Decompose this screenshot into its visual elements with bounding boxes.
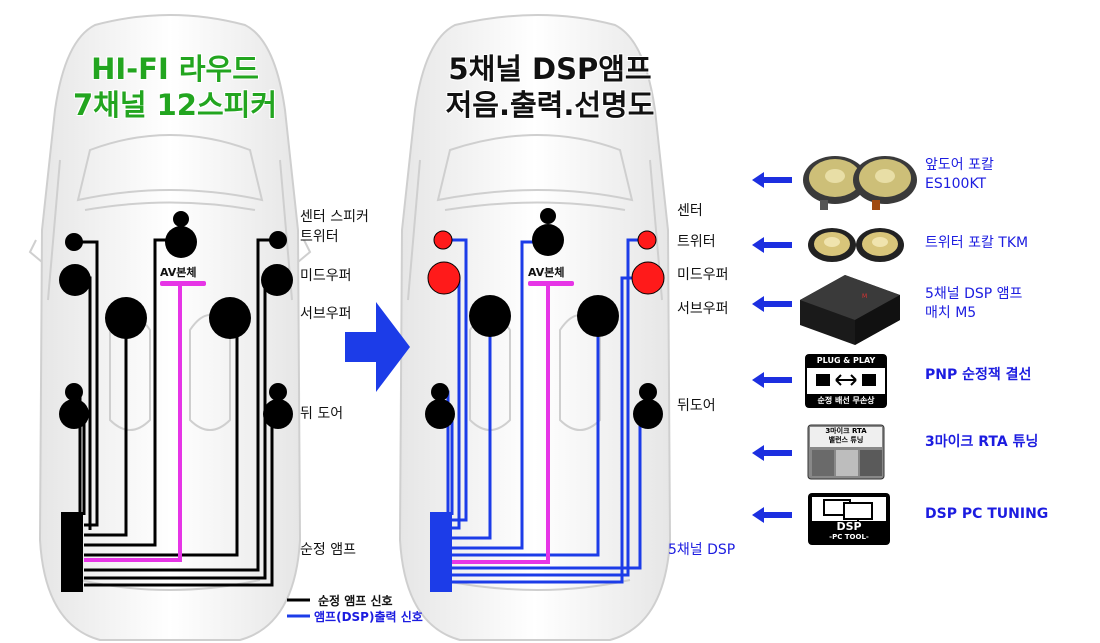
product-1-sub: ES100KT bbox=[925, 176, 987, 192]
plug-badge-top: PLUG & PLAY bbox=[816, 356, 876, 365]
product-1-name: 앞도어 포칼 bbox=[925, 157, 994, 173]
left-label-midwoofer: 미드우퍼 bbox=[300, 268, 352, 284]
right-av-unit bbox=[528, 281, 574, 286]
rta-tuning-icon bbox=[807, 424, 885, 480]
plug-play-icon bbox=[805, 354, 887, 408]
rta-badge-line1: 3마이크 RTA bbox=[825, 427, 867, 435]
left-av-label: AV본체 bbox=[160, 266, 197, 279]
dsp-badge-bottom: -PC TOOL- bbox=[829, 533, 869, 541]
right-label-tweeter: 트위터 bbox=[677, 234, 716, 250]
left-title-line2: 7채널 12스피커 bbox=[72, 88, 278, 122]
rta-badge-line2: 밸런스 튜닝 bbox=[828, 436, 864, 444]
right-dsp-amp-block bbox=[430, 512, 452, 592]
left-car-outline bbox=[28, 14, 312, 641]
right-label-subwoofer: 서브우퍼 bbox=[677, 301, 729, 317]
left-label-center-speaker: 센터 스피커 bbox=[300, 209, 369, 225]
legend-oem-signal: 순정 앰프 신호 bbox=[318, 594, 393, 608]
product-2-name: 트위터 포칼 TKM bbox=[925, 235, 1029, 251]
legend-dsp-signal: 앰프(DSP)출력 신호 bbox=[314, 610, 423, 624]
product-5-name: 3마이크 RTA 튜닝 bbox=[925, 434, 1039, 450]
left-label-tweeter: 트위터 bbox=[300, 229, 339, 245]
right-av-label: AV본체 bbox=[528, 266, 565, 279]
dsp-pc-tool-icon bbox=[808, 493, 890, 545]
left-label-rear-door: 뒤 도어 bbox=[300, 406, 344, 422]
left-label-oem-amp: 순정 앰프 bbox=[300, 542, 356, 558]
dsp-badge-top: DSP bbox=[836, 520, 862, 533]
right-label-dsp: 5채널 DSP bbox=[668, 542, 736, 558]
right-title-line2: 저음.출력.선명도 bbox=[445, 88, 655, 122]
right-label-rear-door: 뒤도어 bbox=[677, 398, 716, 414]
right-speakers bbox=[425, 208, 665, 429]
right-label-midwoofer: 미드우퍼 bbox=[677, 267, 729, 283]
product-arrows bbox=[752, 172, 792, 523]
product-3-name: 5채널 DSP 앰프 bbox=[925, 286, 1023, 302]
product-3-sub: 매치 M5 bbox=[925, 305, 977, 321]
left-label-subwoofer: 서브우퍼 bbox=[300, 306, 352, 322]
transition-arrow-icon bbox=[345, 302, 410, 392]
tweeter-icon bbox=[808, 228, 904, 262]
product-4-name: PNP 순정잭 결선 bbox=[925, 367, 1032, 383]
plug-badge-bottom: 순정 배선 무손상 bbox=[817, 396, 875, 405]
right-title-line1: 5채널 DSP앰프 bbox=[448, 52, 652, 86]
left-oem-amp-block bbox=[61, 512, 83, 592]
product-6-name: DSP PC TUNING bbox=[925, 506, 1049, 522]
left-speakers bbox=[59, 211, 293, 429]
left-av-unit bbox=[160, 281, 206, 286]
right-label-center: 센터 bbox=[677, 203, 703, 219]
svg-text:M: M bbox=[862, 293, 867, 300]
front-door-speaker-icon bbox=[803, 156, 917, 210]
left-title-line1: HI-FI 라우드 bbox=[91, 52, 259, 86]
dsp-amp-icon: M bbox=[800, 275, 900, 345]
